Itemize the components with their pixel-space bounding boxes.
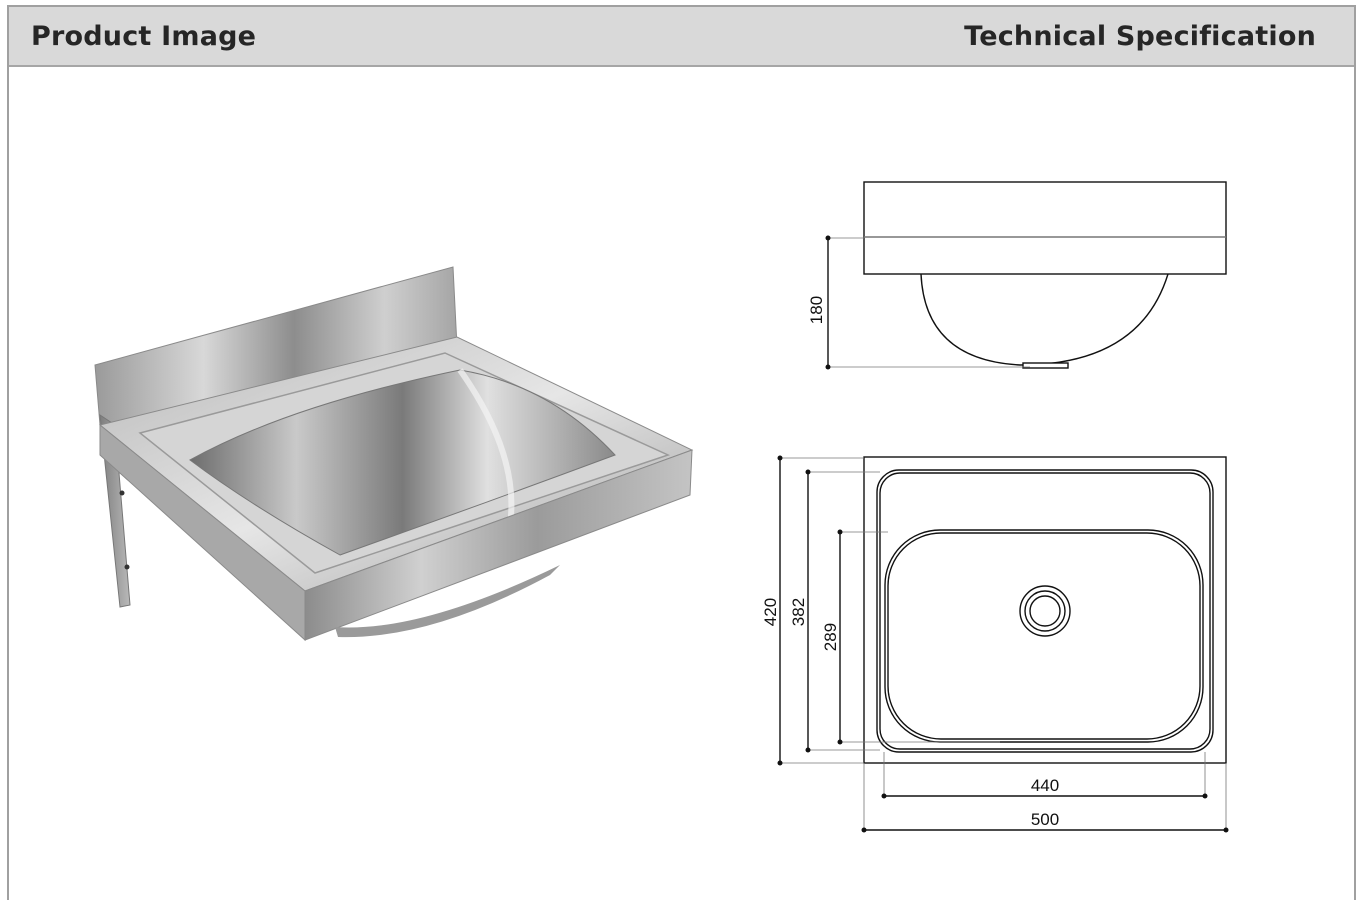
page-frame: Product Image Technical Specification bbox=[7, 5, 1356, 900]
dim-height-label: 180 bbox=[807, 296, 826, 324]
plan-view: 420 382 289 440 500 bbox=[761, 455, 1229, 833]
product-image-heading: Product Image bbox=[31, 21, 257, 52]
technical-specification-heading: Technical Specification bbox=[964, 21, 1316, 52]
section-header: Product Image Technical Specification bbox=[9, 7, 1354, 67]
dim-inner-width-label: 440 bbox=[1031, 776, 1059, 795]
product-photo bbox=[94, 266, 694, 642]
side-view: 180 bbox=[807, 181, 1227, 370]
dim-inner-depth-label: 382 bbox=[789, 598, 808, 626]
dim-bowl-depth-label: 289 bbox=[821, 623, 840, 651]
dim-outer-depth-label: 420 bbox=[761, 598, 780, 626]
dim-outer-width-label: 500 bbox=[1031, 810, 1059, 829]
technical-drawing: 180 420 382 289 bbox=[761, 181, 1229, 833]
